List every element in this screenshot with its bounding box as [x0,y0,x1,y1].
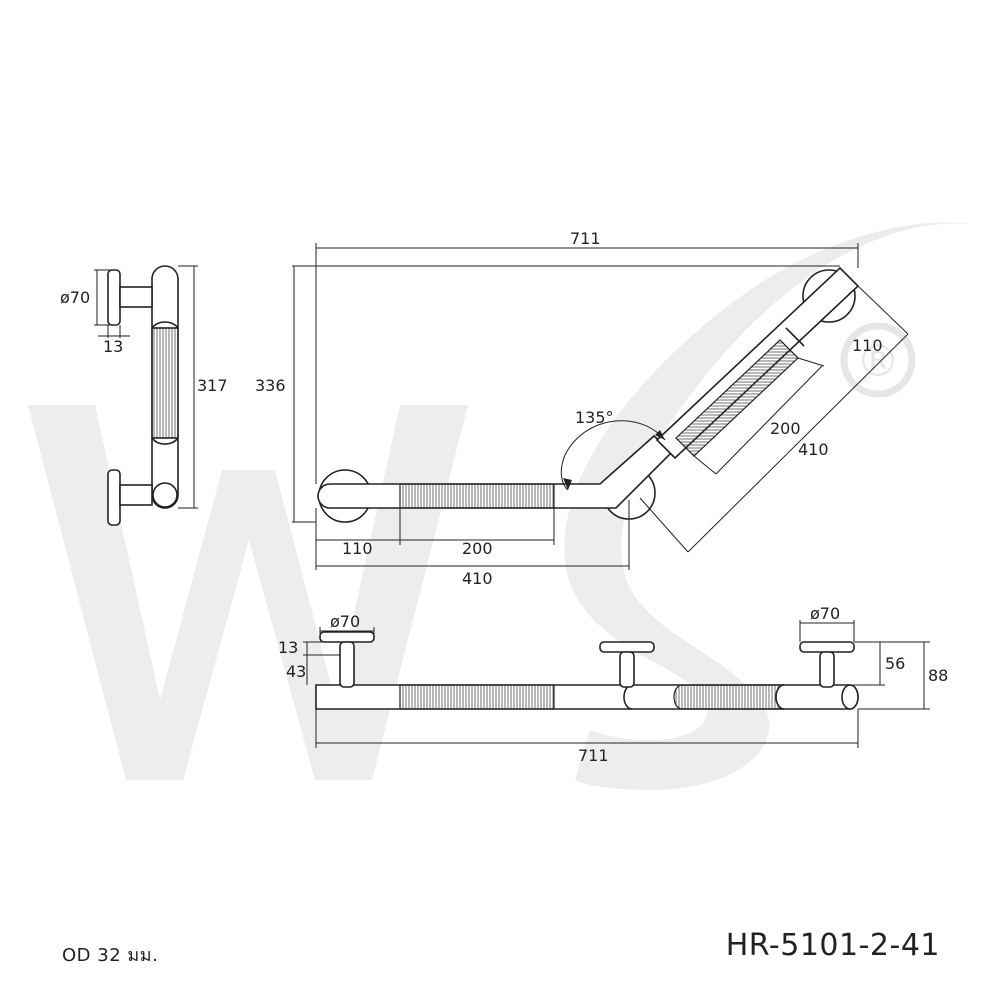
front-angled-total: 410 [798,440,829,459]
front-angle: 135° [575,408,614,427]
outer-diameter-note: OD 32 มม. [62,945,159,966]
top-left-flange-diameter: ø70 [330,612,360,631]
front-overall-height: 336 [255,376,286,395]
model-code: HR-5101-2-41 [725,928,940,963]
top-right-flange-diameter: ø70 [810,604,840,623]
side-flange-thickness: 13 [103,337,123,356]
side-height: 317 [197,376,228,395]
front-horizontal-end: 110 [342,539,373,558]
top-total-projection: 88 [928,666,948,685]
top-right-projection: 56 [885,654,905,673]
top-flange-thickness: 13 [278,638,298,657]
top-view: ø70 ø70 13 43 56 88 711 [278,604,948,765]
top-overall-length: 711 [578,746,609,765]
side-flange-diameter: ø70 [60,288,90,307]
front-overall-width: 711 [570,229,601,248]
front-angled-grip: 200 [770,419,801,438]
top-left-projection: 43 [286,662,306,681]
front-view: 711 336 135° 110 200 410 110 200 410 [255,229,909,588]
front-angled-end: 110 [852,336,883,355]
front-horizontal-total: 410 [462,569,493,588]
front-horizontal-grip: 200 [462,539,493,558]
side-view: ø70 13 317 [60,265,228,526]
